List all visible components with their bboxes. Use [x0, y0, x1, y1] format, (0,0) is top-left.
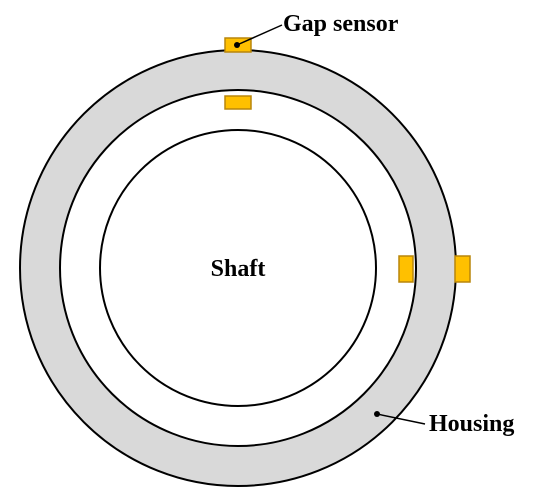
gap-sensor-right-inner: [398, 255, 414, 283]
gap-sensor-label: Gap sensor: [283, 11, 399, 37]
shaft-label: Shaft: [211, 256, 266, 282]
housing-leader: [376, 413, 426, 425]
gap-sensor-right-outer: [454, 255, 471, 283]
gap-sensor-top-inner: [224, 95, 252, 110]
gap-sensor-leader-dot: [234, 42, 240, 48]
shaft-circle: [99, 129, 377, 407]
gap-sensor-leader: [236, 24, 283, 46]
housing-leader-dot: [374, 411, 380, 417]
housing-label: Housing: [429, 411, 514, 437]
